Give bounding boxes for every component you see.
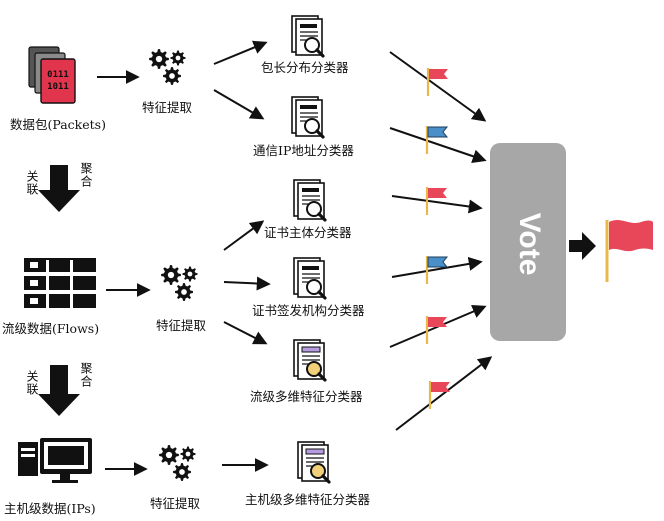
arrow-vote-4 — [391, 256, 483, 278]
packet-data-icon: 0111 1011 — [28, 46, 76, 104]
final-flag-icon — [605, 220, 653, 282]
classifier-label-4: 证书签发机构分类器 — [252, 303, 365, 318]
classifier-label-1: 包长分布分类器 — [261, 60, 349, 75]
source-label-hosts: 主机级数据(IPs) — [4, 501, 96, 516]
vote-label: Vote — [513, 213, 546, 276]
classifier-label-2: 通信IP地址分类器 — [253, 143, 354, 158]
arrow-to-classifier-5 — [223, 321, 268, 345]
packet-digits-2: 1011 — [47, 82, 69, 92]
down-arrow-2 — [38, 365, 80, 416]
relation-label-right-1: 聚合 — [79, 162, 93, 188]
gears-icon — [149, 49, 185, 85]
monitor-icon — [18, 438, 92, 483]
gears-icon — [161, 265, 197, 301]
arrow-to-classifier-4 — [223, 276, 271, 291]
arrow-to-classifier-2 — [213, 89, 265, 120]
relation-label-left-1: 关联 — [25, 170, 39, 196]
arrow-vote-1 — [389, 51, 487, 122]
relation-label-left-2: 关联 — [25, 370, 39, 396]
document-magnifier-icon — [290, 95, 325, 139]
arrow-vote-6 — [395, 356, 493, 431]
source-label-flows: 流级数据(Flows) — [2, 321, 100, 336]
server-rack-icon — [24, 258, 96, 308]
arrow-to-classifier-1 — [213, 40, 268, 65]
document-magnifier-icon — [292, 338, 327, 382]
down-arrow-1 — [38, 165, 80, 212]
classifier-label-6: 主机级多维特征分类器 — [245, 492, 371, 507]
packet-digits-1: 0111 — [47, 70, 69, 80]
arrow-to-classifier-3 — [223, 220, 265, 251]
vote-box — [490, 143, 566, 341]
relation-label-right-2: 聚合 — [79, 362, 93, 388]
flag-icon — [428, 379, 452, 411]
arrow-vote-3 — [391, 195, 483, 214]
document-magnifier-icon — [292, 178, 327, 222]
classifier-label-3: 证书主体分类器 — [264, 225, 352, 240]
feature-extraction-label-3: 特征提取 — [150, 496, 201, 511]
classifier-label-5: 流级多维特征分类器 — [250, 389, 363, 404]
feature-extraction-label-1: 特征提取 — [142, 100, 193, 115]
gears-icon — [159, 445, 195, 481]
arrow-vote-2 — [389, 127, 487, 164]
document-magnifier-icon — [292, 256, 327, 300]
flag-icon — [425, 124, 449, 156]
document-magnifier-icon — [296, 440, 331, 484]
source-label-packets: 数据包(Packets) — [10, 117, 106, 132]
feature-extraction-label-2: 特征提取 — [156, 318, 207, 333]
document-magnifier-icon — [290, 14, 325, 58]
vote-output-arrow — [569, 232, 596, 260]
